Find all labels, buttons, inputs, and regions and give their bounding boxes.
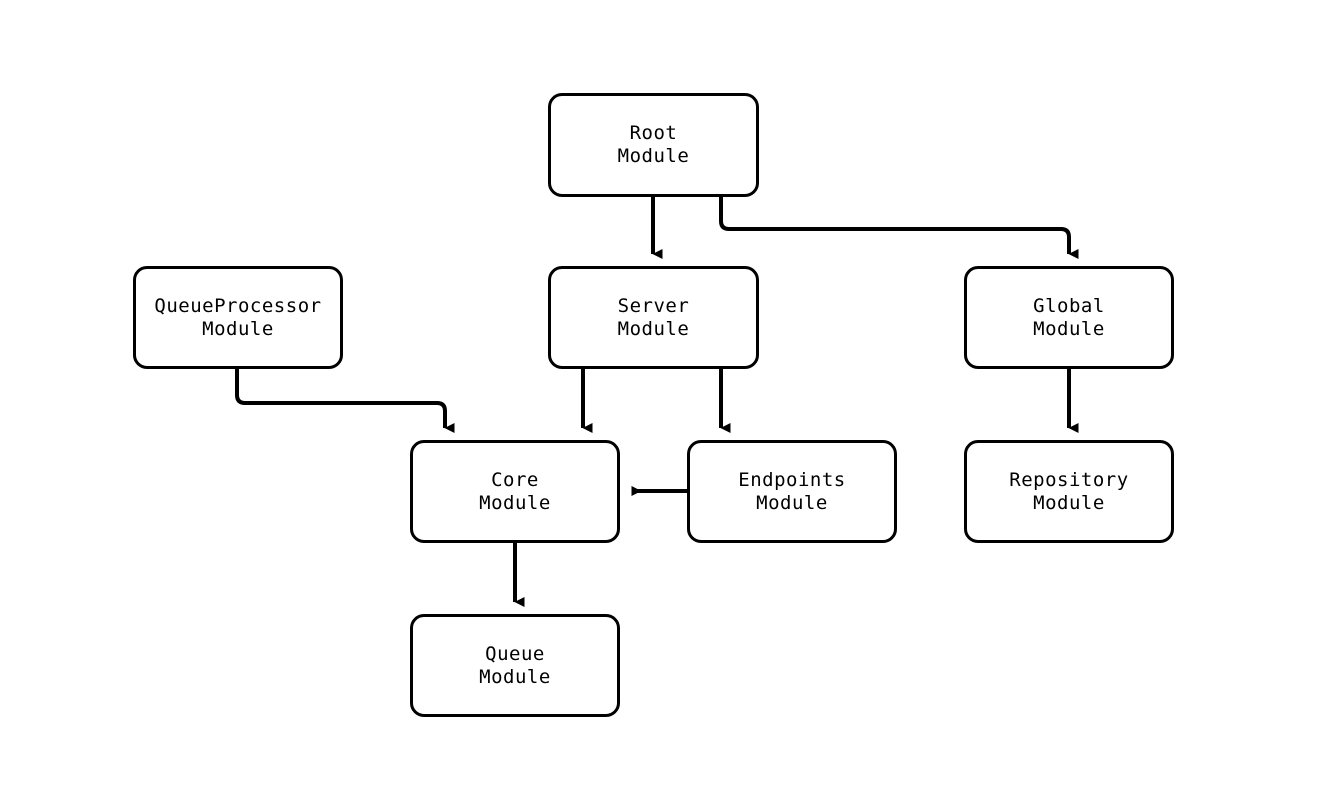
- node-repository-line2: Module: [1033, 491, 1105, 514]
- node-queue-line1: Queue: [485, 642, 545, 665]
- node-queueprocessor[interactable]: QueueProcessor Module: [133, 266, 343, 369]
- node-server-line1: Server: [617, 294, 690, 317]
- node-core-line2: Module: [479, 491, 551, 514]
- node-server-line2: Module: [617, 317, 690, 340]
- node-global[interactable]: Global Module: [964, 266, 1174, 369]
- node-root-line2: Module: [617, 145, 690, 167]
- node-server[interactable]: Server Module: [548, 266, 759, 369]
- node-queueprocessor-line1: QueueProcessor: [154, 294, 322, 317]
- node-core-line1: Core: [491, 468, 539, 491]
- node-root[interactable]: Root Module: [548, 93, 759, 197]
- node-endpoints-line1: Endpoints: [738, 468, 846, 491]
- node-global-line1: Global: [1033, 294, 1105, 317]
- node-repository[interactable]: Repository Module: [964, 440, 1174, 543]
- node-queue-line2: Module: [479, 665, 551, 688]
- node-global-line2: Module: [1033, 317, 1105, 340]
- edge-queueprocessor-to-core: [235, 369, 455, 433]
- edge-root-to-global: [719, 197, 1079, 259]
- node-root-line1: Root: [629, 122, 678, 144]
- node-endpoints[interactable]: Endpoints Module: [687, 440, 897, 543]
- node-queue[interactable]: Queue Module: [410, 614, 620, 717]
- node-queueprocessor-line2: Module: [202, 317, 274, 340]
- node-core[interactable]: Core Module: [410, 440, 620, 543]
- node-endpoints-line2: Module: [756, 491, 828, 514]
- node-repository-line1: Repository: [1009, 468, 1129, 491]
